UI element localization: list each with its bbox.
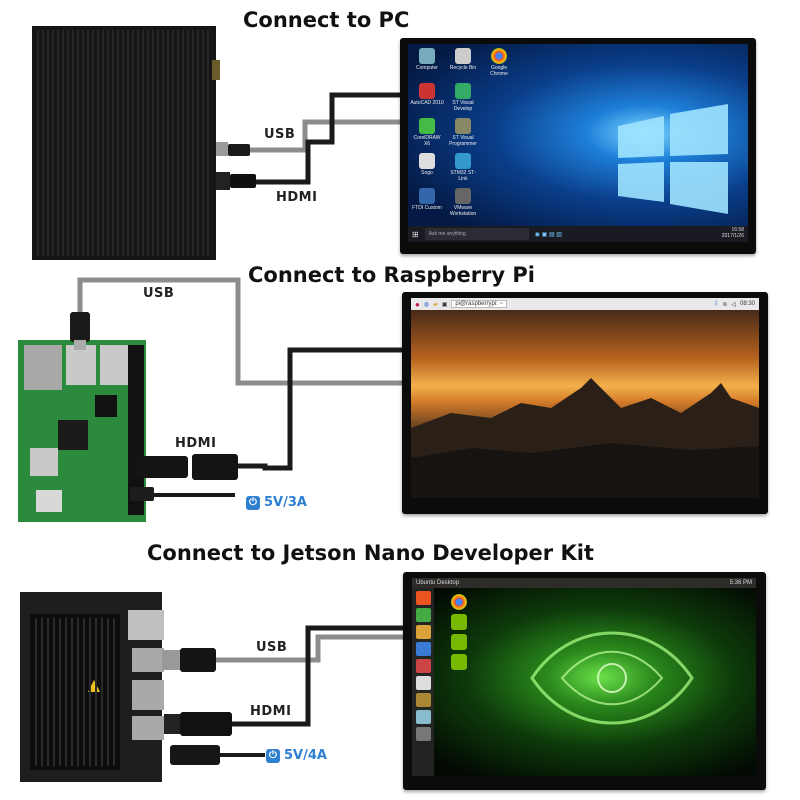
pc-case bbox=[32, 26, 220, 260]
jetson-power-spec: ⏻ 5V/4A bbox=[266, 748, 327, 763]
windows-desktop: Computer Recycle Bin Google Chrome AutoC… bbox=[408, 44, 748, 242]
jetson-power-label: 5V/4A bbox=[284, 748, 327, 763]
launcher-icon[interactable] bbox=[415, 591, 431, 605]
ubuntu-top-bar: Ubuntu Desktop 5:36 PM bbox=[412, 578, 756, 588]
rpi-usb-label: USB bbox=[143, 286, 175, 301]
rpi-hdmi-adapter bbox=[136, 454, 238, 480]
ubuntu-clock: 5:36 PM bbox=[729, 580, 752, 586]
windows-taskbar: ⊞ Ask me anything ◉ ▣ ▤ ▥ 16:58 2017/1/2… bbox=[408, 226, 748, 242]
wifi-icon[interactable]: ≋ bbox=[722, 301, 728, 308]
jetson-power-plug bbox=[170, 745, 220, 765]
rpi-window-title[interactable]: pi@raspberrypi: ~ bbox=[451, 300, 508, 308]
volume-icon[interactable]: ◁ bbox=[731, 301, 736, 308]
desktop-icon[interactable]: Recycle Bin bbox=[446, 48, 480, 77]
rpi-section-title: Connect to Raspberry Pi bbox=[248, 263, 536, 287]
desktop-icon[interactable] bbox=[442, 614, 476, 630]
desktop-icon[interactable]: VMware Workstation bbox=[446, 188, 480, 217]
start-icon[interactable]: ⊞ bbox=[412, 229, 419, 239]
taskbar-apps: ◉ ▣ ▤ ▥ bbox=[534, 231, 562, 238]
taskbar-clock: 16:58 2017/1/26 bbox=[721, 227, 744, 239]
raspberry-menu-icon[interactable]: ● bbox=[415, 299, 420, 309]
pc-monitor: Computer Recycle Bin Google Chrome AutoC… bbox=[400, 38, 756, 254]
power-icon: ⏻ bbox=[266, 748, 280, 763]
browser-icon[interactable]: ◍ bbox=[423, 301, 430, 308]
jetson-hdmi-cable bbox=[230, 625, 410, 727]
pc-case-fins bbox=[37, 30, 209, 256]
launcher-icon[interactable] bbox=[415, 659, 431, 673]
desktop-icon[interactable] bbox=[442, 594, 476, 610]
launcher-icon[interactable] bbox=[415, 625, 431, 639]
ubuntu-desktop: Ubuntu Desktop 5:36 PM bbox=[412, 578, 756, 776]
launcher-icon[interactable] bbox=[415, 608, 431, 622]
desktop-icon[interactable]: STM32 ST-Link bbox=[446, 153, 480, 182]
power-icon: ⏻ bbox=[246, 495, 260, 510]
jetson-hdmi-label: HDMI bbox=[250, 704, 292, 719]
rpi-usb-cable bbox=[77, 277, 408, 386]
desktop-icon[interactable]: Sogo bbox=[410, 153, 444, 182]
jetson-usb-label: USB bbox=[256, 640, 288, 655]
desktop-icon[interactable]: ST Visual Programmer bbox=[446, 118, 480, 147]
desktop-icon[interactable]: Computer bbox=[410, 48, 444, 77]
rpi-taskbar: ● ◍ ▰ ▣ pi@raspberrypi: ~ ᛒ ≋ ◁ 08:30 bbox=[411, 298, 759, 310]
desktop-icon[interactable]: ST Visual Develop bbox=[446, 83, 480, 112]
pc-usb-cable bbox=[250, 119, 410, 153]
bluetooth-icon[interactable]: ᛒ bbox=[714, 301, 719, 307]
jetson-section-title: Connect to Jetson Nano Developer Kit bbox=[147, 541, 594, 565]
desktop-icon[interactable]: FTDI Custom bbox=[410, 188, 444, 217]
raspberry-pi-board bbox=[18, 340, 146, 522]
desktop-icon[interactable]: CorelDRAW X6 bbox=[410, 118, 444, 147]
rpi-monitor: ● ◍ ▰ ▣ pi@raspberrypi: ~ ᛒ ≋ ◁ 08:30 bbox=[402, 292, 768, 514]
rpi-power-spec: ⏻ 5V/3A bbox=[246, 495, 307, 510]
jetson-usb-plug bbox=[162, 648, 216, 672]
desktop-icons: Computer Recycle Bin Google Chrome AutoC… bbox=[410, 48, 516, 217]
ubuntu-bar-title: Ubuntu Desktop bbox=[416, 580, 460, 586]
rpi-hdmi-label: HDMI bbox=[175, 436, 217, 451]
rpi-hdmi-cable bbox=[238, 347, 408, 471]
jetson-monitor: Ubuntu Desktop 5:36 PM bbox=[403, 572, 766, 790]
desktop-icon[interactable]: Google Chrome bbox=[482, 48, 516, 77]
jetson-heatsink-fins bbox=[35, 618, 115, 766]
rpi-usb-plug bbox=[70, 312, 90, 350]
taskbar-search[interactable]: Ask me anything bbox=[424, 228, 529, 240]
raspbian-desktop: ● ◍ ▰ ▣ pi@raspberrypi: ~ ᛒ ≋ ◁ 08:30 bbox=[411, 298, 759, 498]
folder-icon[interactable]: ▰ bbox=[433, 301, 438, 308]
ubuntu-launcher bbox=[412, 588, 434, 776]
pc-hdmi-plug bbox=[216, 172, 256, 190]
pc-hdmi-cable bbox=[255, 92, 410, 185]
desktop-icon[interactable] bbox=[442, 654, 476, 670]
pc-usb-label: USB bbox=[264, 127, 296, 142]
pc-section-title: Connect to PC bbox=[243, 8, 410, 32]
jetson-hdmi-plug bbox=[164, 712, 232, 736]
nvidia-eye-logo-icon bbox=[530, 631, 694, 725]
jetson-desktop-icons bbox=[442, 594, 476, 670]
pc-usb-plug bbox=[216, 142, 250, 156]
desktop-icon[interactable]: AutoCAD 2010 bbox=[410, 83, 444, 112]
temple-silhouette bbox=[411, 378, 759, 498]
windows-logo-icon bbox=[618, 104, 728, 214]
rpi-power-label: 5V/3A bbox=[264, 495, 307, 510]
rpi-power-plug bbox=[130, 487, 154, 501]
launcher-icon[interactable] bbox=[415, 710, 431, 724]
launcher-icon[interactable] bbox=[415, 693, 431, 707]
launcher-icon[interactable] bbox=[415, 642, 431, 656]
rpi-clock: 08:30 bbox=[739, 301, 755, 307]
pc-hdmi-label: HDMI bbox=[276, 190, 318, 205]
jetson-usb-cable bbox=[215, 634, 410, 663]
launcher-icon[interactable] bbox=[415, 676, 431, 690]
launcher-icon[interactable] bbox=[415, 727, 431, 741]
terminal-icon[interactable]: ▣ bbox=[441, 301, 448, 308]
desktop-icon[interactable] bbox=[442, 634, 476, 650]
